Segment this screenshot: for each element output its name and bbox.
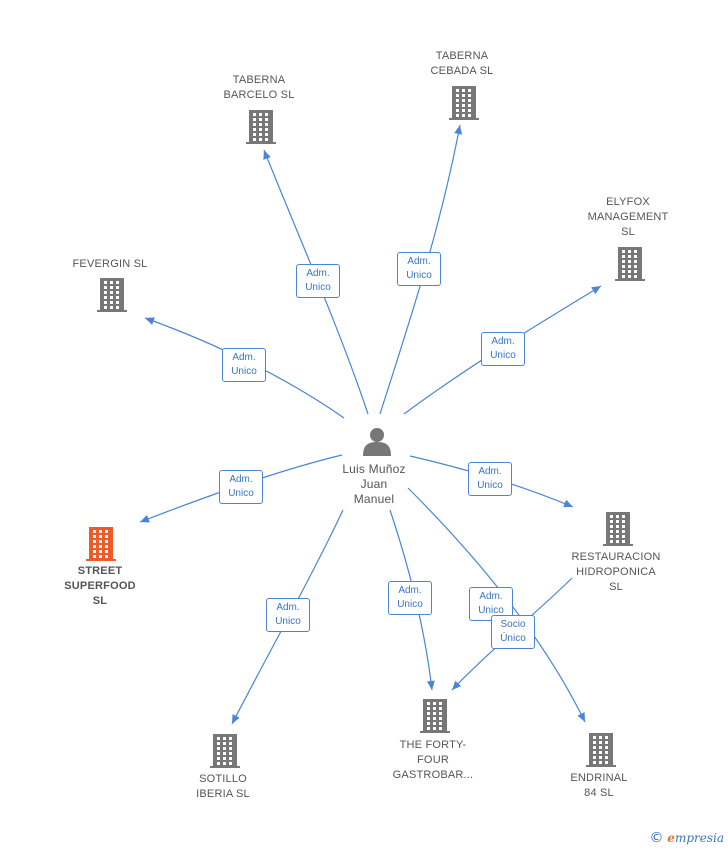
company-label-line: MANAGEMENT	[587, 211, 669, 223]
arrowhead-icon	[452, 680, 462, 690]
edge-label-line: Adm.	[478, 466, 502, 477]
edge-label[interactable]: Adm. Unico	[266, 598, 310, 632]
edge-label-line: Unico	[228, 488, 254, 499]
company-label-line: CEBADA SL	[430, 65, 494, 77]
edge-label-line: Adm.	[479, 591, 503, 602]
company-label-line: ENDRINAL	[570, 772, 628, 784]
building-icon[interactable]	[586, 733, 616, 767]
edge-label-line: Adm.	[407, 256, 431, 267]
arrowhead-icon	[577, 712, 585, 722]
building-icon[interactable]	[97, 278, 127, 312]
arrowhead-icon	[591, 286, 601, 295]
person-name-line: Luis Muñoz	[342, 462, 406, 476]
company-label-line: FEVERGIN SL	[72, 258, 148, 270]
empresia-logo[interactable]: © empresia	[649, 830, 724, 846]
edge-label[interactable]: Adm. Unico	[481, 332, 525, 366]
edge-label-line: Unico	[490, 350, 516, 361]
company-label-line: GASTROBAR...	[392, 769, 474, 781]
edge-label-line: Unico	[275, 616, 301, 627]
company-label-line: SL	[92, 595, 108, 607]
company-label-taberna-cebada[interactable]: TABERNA CEBADA SL	[402, 49, 522, 79]
edge-label-line: Unico	[478, 605, 504, 616]
company-label-line: RESTAURACION	[571, 551, 661, 563]
company-label-line: THE FORTY-	[399, 739, 467, 751]
edge-label[interactable]: Adm. Unico	[296, 264, 340, 298]
company-label-endrinal[interactable]: ENDRINAL 84 SL	[539, 771, 659, 801]
company-label-taberna-barcelo[interactable]: TABERNA BARCELO SL	[199, 73, 319, 103]
edge-label-line: Socio	[500, 619, 526, 630]
arrowhead-icon	[145, 317, 155, 325]
company-label-line: TABERNA	[232, 74, 286, 86]
edge-label[interactable]: Adm. Unico	[397, 252, 441, 286]
edge-label-line: Adm.	[306, 268, 330, 279]
edge-label-line: Adm.	[398, 585, 422, 596]
edge-label-line: Adm.	[276, 602, 300, 613]
arrowhead-icon	[232, 714, 240, 724]
person-name-line: Juan	[360, 477, 388, 491]
company-label-line: 84 SL	[584, 787, 614, 799]
arrowhead-icon	[563, 499, 573, 508]
arrowhead-icon	[454, 125, 463, 135]
arrowhead-icon	[426, 680, 435, 690]
company-label-line: SL	[621, 226, 635, 238]
building-icon[interactable]	[246, 110, 276, 144]
edge-label[interactable]: Adm. Unico	[468, 462, 512, 496]
edge-label-line: Unico	[305, 282, 331, 293]
arrowhead-icon	[140, 515, 150, 523]
arrowhead-icon	[263, 150, 271, 160]
edge-label[interactable]: Adm. Unico	[222, 348, 266, 382]
person-icon[interactable]	[363, 428, 391, 456]
person-name-line: Manuel	[353, 492, 395, 506]
edge-label[interactable]: Adm. Unico	[388, 581, 432, 615]
edge-label-line: Unico	[231, 366, 257, 377]
building-icon[interactable]	[603, 512, 633, 546]
company-label-sotillo[interactable]: SOTILLO IBERIA SL	[163, 772, 283, 802]
edge-label-line: Unico	[397, 599, 423, 610]
company-label-line: TABERNA	[435, 50, 489, 62]
company-label-restauracion[interactable]: RESTAURACION HIDROPONICA SL	[556, 550, 676, 595]
company-label-line: HIDROPONICA	[576, 566, 656, 578]
company-label-line: SUPERFOOD	[64, 580, 136, 592]
edge-label-line: Adm.	[491, 336, 515, 347]
company-label-line: SOTILLO	[199, 773, 247, 785]
building-icon[interactable]	[210, 734, 240, 768]
company-label-line: ELYFOX	[606, 196, 650, 208]
company-label-line: BARCELO SL	[223, 89, 295, 101]
building-icon[interactable]	[86, 527, 116, 561]
company-label-line: FOUR	[417, 754, 449, 766]
edge-label-line: Unico	[406, 270, 432, 281]
company-label-line: IBERIA SL	[196, 788, 250, 800]
company-label-street-superfood[interactable]: STREET SUPERFOOD SL	[40, 564, 160, 609]
edge-label-line: Adm.	[229, 474, 253, 485]
brand-name: mpresia	[674, 831, 724, 845]
edge-label-line: Adm.	[232, 352, 256, 363]
building-icon[interactable]	[615, 247, 645, 281]
company-label-line: STREET	[77, 565, 123, 577]
edge-label-line: Único	[500, 633, 526, 644]
company-label-forty-four[interactable]: THE FORTY- FOUR GASTROBAR...	[373, 738, 493, 783]
edge-label-line: Unico	[477, 480, 503, 491]
company-label-fevergin[interactable]: FEVERGIN SL	[50, 257, 170, 272]
brand-initial: e	[667, 831, 675, 845]
company-label-line: SL	[609, 581, 623, 593]
company-label-elyfox[interactable]: ELYFOX MANAGEMENT SL	[568, 195, 688, 240]
building-icon[interactable]	[420, 699, 450, 733]
copyright-symbol: ©	[649, 830, 664, 846]
edge-label[interactable]: Adm. Unico	[219, 470, 263, 504]
building-icon[interactable]	[449, 86, 479, 120]
